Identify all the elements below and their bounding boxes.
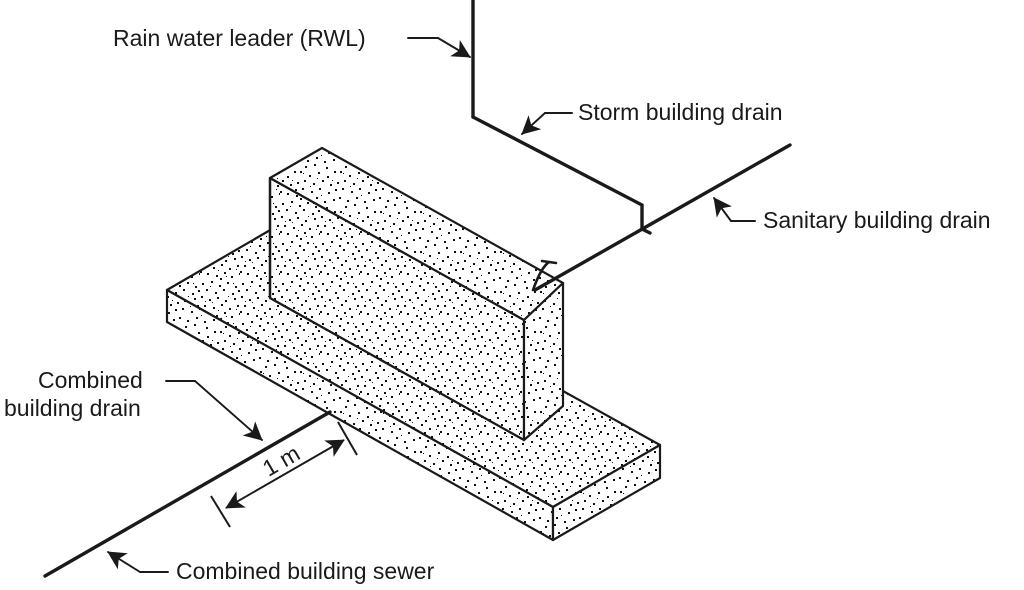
label-combined-building-drain-line2: building drain <box>4 395 141 421</box>
label-rain-water-leader: Rain water leader (RWL) <box>113 25 366 51</box>
label-sanitary-building-drain: Sanitary building drain <box>763 207 991 233</box>
label-combined-building-sewer: Combined building sewer <box>176 558 435 584</box>
piping <box>43 0 792 578</box>
pipe-connection-hook-icon <box>531 259 558 292</box>
storm-leader-arrow <box>521 112 546 135</box>
sanitary-building-drain-pipe <box>533 143 792 292</box>
combined-sewer-leader-arrow <box>107 551 141 573</box>
dimension-extension-tick-left <box>210 495 231 528</box>
leader-lines <box>107 37 756 573</box>
combined-building-drain-sewer-pipe <box>43 410 332 578</box>
storm-sanitary-junction <box>640 227 652 235</box>
rwl-leader-arrow <box>437 37 471 58</box>
wall-right-end-face <box>522 281 565 442</box>
dimension-extension-tick-right <box>337 421 358 456</box>
combined-drain-leader-arrow <box>194 380 263 441</box>
dimension-double-arrow-icon <box>225 439 345 509</box>
wall-base-seam <box>269 297 525 441</box>
storm-building-drain-pipe <box>471 115 644 231</box>
concrete-structure <box>165 146 662 542</box>
sanitary-leader-arrow <box>713 197 732 222</box>
dimension-1m <box>210 421 358 528</box>
label-combined-building-drain-line1: Combined <box>38 367 143 393</box>
label-storm-building-drain: Storm building drain <box>578 99 783 125</box>
slab-right-end-face <box>551 443 662 542</box>
